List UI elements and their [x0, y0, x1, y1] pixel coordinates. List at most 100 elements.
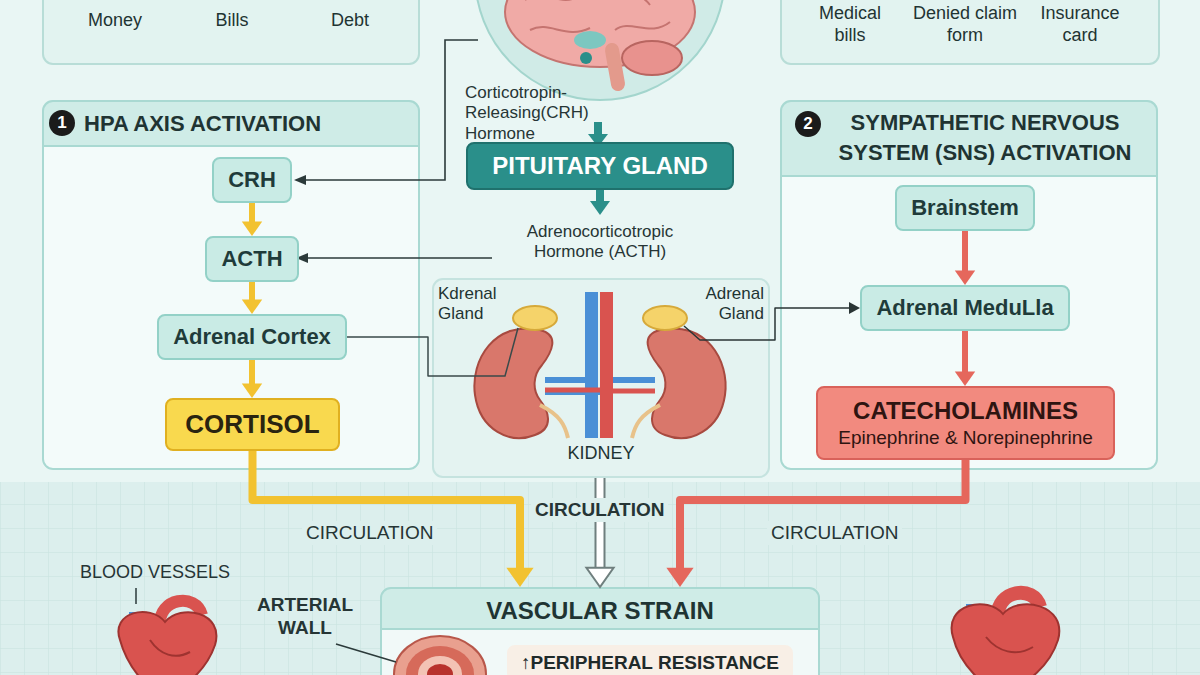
- arrowhead: [666, 568, 693, 587]
- connector: [347, 337, 432, 376]
- panel-outline: [381, 588, 819, 675]
- connector-line: [347, 337, 432, 376]
- connector: [242, 282, 262, 314]
- edge-label: CIRCULATION: [767, 521, 902, 545]
- box-label: Adrenal Cortex: [173, 323, 331, 351]
- panel-ground: [432, 278, 770, 478]
- arrowhead: [586, 568, 613, 587]
- stressor-panel: Medical billsDenied claim formInsurance …: [780, 0, 1160, 65]
- arrowhead: [242, 222, 262, 236]
- heart-illustration: [952, 593, 1060, 675]
- connector: [955, 331, 975, 386]
- connector-line: [770, 308, 852, 340]
- panel-divider: [780, 175, 1158, 177]
- panel-outline: [781, 101, 1157, 469]
- pathway-panel: HPA AXIS ACTIVATIONCRHACTHAdrenal Cortex…: [42, 100, 420, 470]
- panel-outline: [433, 279, 769, 477]
- kidney-panel: Kdrenal GlandAdrenal GlandKIDNEY: [432, 278, 770, 478]
- panel-divider: [42, 145, 420, 147]
- panel-text: Debt: [295, 10, 405, 32]
- connector-line: [597, 478, 604, 574]
- hormone-label: Adrenocorticotropic Hormone (ACTH): [505, 222, 695, 263]
- process-box: ACTH: [205, 236, 299, 282]
- stressor-panel: Money Bills Debt: [42, 0, 420, 65]
- hypothalamus: [574, 31, 606, 49]
- panel-heading: HPA AXIS ACTIVATION: [84, 109, 404, 139]
- artery-muscle-layer: [406, 646, 474, 675]
- hormone-label: Corticotropin- Releasing(CRH) Hormone: [465, 83, 605, 144]
- connector: [242, 203, 262, 236]
- arrowhead: [506, 568, 533, 587]
- box-sublabel: Epinephrine & Norepinephrine: [838, 426, 1093, 450]
- panel-text: Bills: [177, 10, 287, 32]
- pathway-panel: SYMPATHETIC NERVOUS SYSTEM (SNS) ACTIVAT…: [780, 100, 1158, 470]
- leader-line: [336, 644, 396, 662]
- edge-label: CIRCULATION: [302, 521, 437, 545]
- connector-line: [962, 231, 968, 275]
- panel-text: Medical bills: [802, 3, 898, 46]
- callout-number: 1: [49, 110, 75, 136]
- panel-ground: [42, 100, 420, 470]
- artery-inner-layer: [418, 656, 462, 675]
- artery-outer-layer: [394, 636, 486, 675]
- ureter: [540, 405, 660, 438]
- part-label: BLOOD VESSELS: [80, 562, 230, 584]
- process-box: Adrenal MeduLla: [860, 285, 1070, 331]
- process-box: Brainstem: [895, 185, 1035, 231]
- effect-box: ↑PERIPHERAL RESISTANCE: [507, 645, 793, 675]
- leader-line: [304, 40, 478, 180]
- box-label: ACTH: [221, 245, 283, 273]
- connector: [253, 451, 534, 587]
- aorta: [600, 292, 613, 438]
- panel-text: Adrenal Gland: [690, 284, 764, 325]
- pituitary-dot: [580, 52, 592, 64]
- box-label: CATECHOLAMINES: [838, 396, 1093, 426]
- connector-line: [253, 451, 521, 574]
- heart-illustration: [118, 601, 216, 675]
- leader-arrowhead: [294, 175, 306, 185]
- box-label: ↑PERIPHERAL RESISTANCE: [521, 651, 779, 675]
- arrowhead: [242, 384, 262, 398]
- heart-shape: [952, 604, 1060, 675]
- panel-heading: SYMPATHETIC NERVOUS SYSTEM (SNS) ACTIVAT…: [820, 108, 1150, 167]
- heart-detail: [986, 637, 1033, 652]
- panel-ground: [780, 100, 1158, 470]
- arrowhead: [849, 302, 860, 314]
- process-box: Adrenal Cortex: [157, 314, 347, 360]
- panel-outline: [781, 0, 1159, 64]
- connector: [770, 302, 860, 340]
- panel-header-band: [42, 100, 420, 146]
- edge-label: CIRCULATION: [531, 498, 668, 522]
- connector-line: [962, 331, 968, 376]
- leader-line: [306, 257, 492, 259]
- teal-arrowhead: [590, 201, 610, 215]
- kidney-shape: [648, 328, 726, 438]
- box-label: Adrenal MeduLla: [876, 294, 1054, 322]
- connector-outline: [595, 478, 606, 574]
- panel-heading: VASCULAR STRAIN: [380, 595, 820, 627]
- panel-text: Insurance card: [1028, 3, 1132, 46]
- part-label: ARTERIAL WALL: [250, 594, 360, 640]
- renal-vein: [545, 380, 600, 392]
- renal-artery: [545, 388, 600, 393]
- hormone-box: CATECHOLAMINESEpinephrine & Norepinephri…: [816, 386, 1115, 460]
- renal-artery: [613, 389, 655, 394]
- outcome-panel: VASCULAR STRAIN ↑PERIPHERAL RESISTANCE: [380, 587, 820, 675]
- connector: [586, 478, 613, 587]
- connector-line: [680, 460, 966, 574]
- heart-shape: [118, 612, 216, 675]
- callout-number: 2: [795, 111, 821, 137]
- panel-text: KIDNEY: [432, 443, 770, 465]
- panel-text: Money: [60, 10, 170, 32]
- artery-lumen: [427, 664, 453, 675]
- panel-grounds: [42, 0, 1160, 675]
- connector: [955, 231, 975, 285]
- adrenal-gland-shape: [513, 306, 557, 330]
- box-label: PITUITARY GLAND: [492, 151, 708, 181]
- panel-ground: [42, 0, 420, 65]
- arrowhead: [955, 271, 975, 285]
- adrenal-gland-shape: [643, 306, 687, 330]
- cerebellum: [622, 41, 682, 75]
- brainstem-shape: [612, 50, 618, 84]
